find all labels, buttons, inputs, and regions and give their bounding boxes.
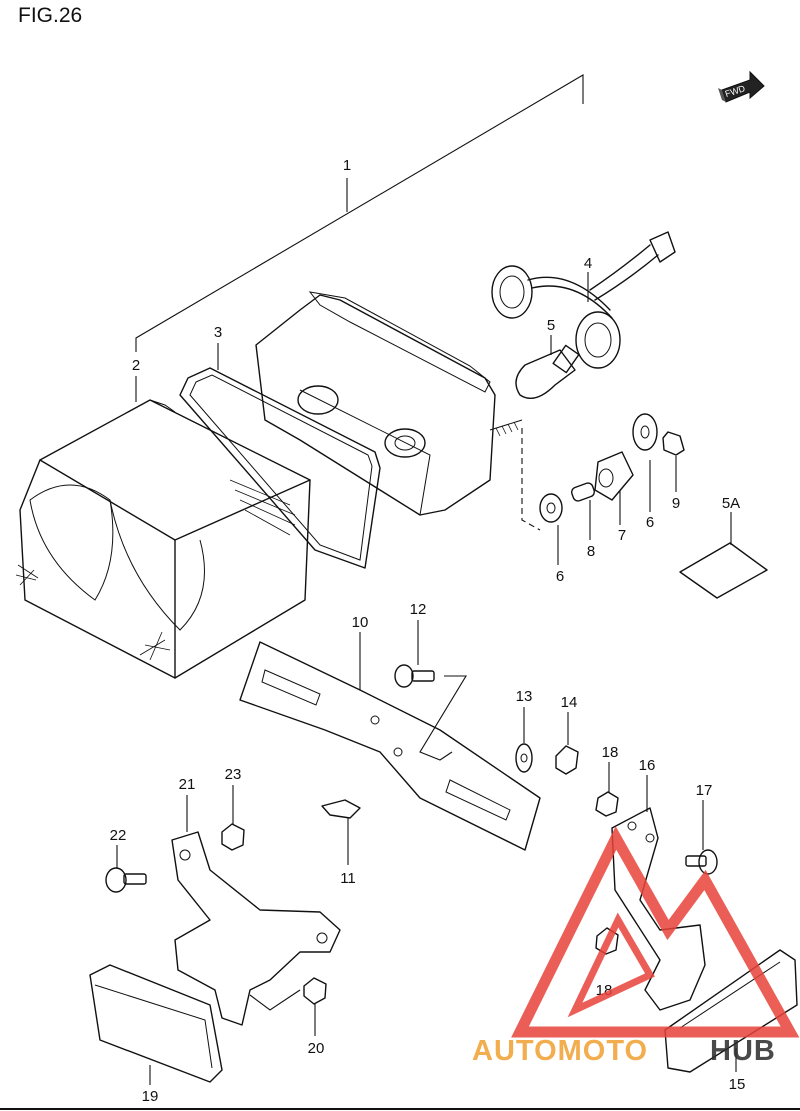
- callout-20: 20: [308, 1040, 325, 1057]
- washer-6-right: [632, 413, 658, 512]
- reflector-bracket-16: [611, 775, 706, 1011]
- lens-gasket: [179, 343, 381, 569]
- callout-12: 12: [410, 601, 427, 618]
- nut-18-lower: [595, 927, 619, 955]
- callout-3: 3: [214, 324, 222, 341]
- callout-5a: 5A: [722, 495, 740, 512]
- spacer-8: [570, 482, 596, 540]
- callout-21: 21: [179, 776, 196, 793]
- callout-14: 14: [561, 694, 578, 711]
- reflector-15: [664, 949, 798, 1073]
- nut-23: [221, 785, 245, 851]
- callout-9: 9: [672, 495, 680, 512]
- callout-4: 4: [584, 255, 592, 272]
- tail-bulb: [515, 335, 580, 399]
- grommet-7: [594, 451, 634, 525]
- callout-13: 13: [516, 688, 533, 705]
- clip-11: [321, 799, 361, 865]
- screw-22: [105, 845, 147, 893]
- callout-6-left: 6: [556, 568, 564, 585]
- bulb-socket-harness: [491, 231, 676, 369]
- callout-10: 10: [352, 614, 369, 631]
- watermark-text-hub: HUB: [710, 1035, 776, 1067]
- reflector-19: [89, 964, 223, 1085]
- assembly-bracket-1: [135, 74, 584, 352]
- callout-2: 2: [132, 357, 140, 374]
- callout-11: 11: [340, 870, 356, 887]
- callout-19: 19: [142, 1088, 159, 1105]
- callout-15: 15: [729, 1076, 746, 1093]
- nut-14: [555, 712, 579, 775]
- callout-16: 16: [639, 757, 656, 774]
- callout-labels: 1 2 3 4 5 5A 6 6 7 8 9 10 11 12 13 14 15…: [110, 157, 746, 1105]
- label-plate-5a: [679, 512, 768, 599]
- bolt-17: [685, 800, 718, 875]
- callout-6-right: 6: [646, 514, 654, 531]
- callout-8: 8: [587, 543, 595, 560]
- figure-title: FIG.26: [18, 4, 82, 27]
- tail-lamp-housing: [255, 291, 541, 531]
- washer-13: [515, 707, 533, 773]
- nut-18-upper: [595, 762, 619, 817]
- watermark-logo: AUTOMOTO HUB: [472, 826, 800, 1067]
- license-bracket-10: [239, 632, 541, 851]
- callout-7: 7: [618, 527, 626, 544]
- reflector-bracket-21: [171, 795, 341, 1026]
- callout-1: 1: [343, 157, 351, 174]
- tail-lamp-lens: [15, 376, 311, 679]
- nut-20: [249, 977, 327, 1036]
- callout-22: 22: [110, 827, 127, 844]
- callout-18-upper: 18: [602, 744, 619, 761]
- washer-6-left: [539, 493, 563, 565]
- fwd-direction-badge: FWD: [718, 70, 765, 103]
- screw-12: [394, 620, 467, 761]
- callout-5: 5: [547, 317, 555, 334]
- callout-23: 23: [225, 766, 242, 783]
- watermark-text-automoto: AUTOMOTO: [472, 1035, 648, 1067]
- nut-9: [662, 431, 685, 492]
- callout-17: 17: [696, 782, 713, 799]
